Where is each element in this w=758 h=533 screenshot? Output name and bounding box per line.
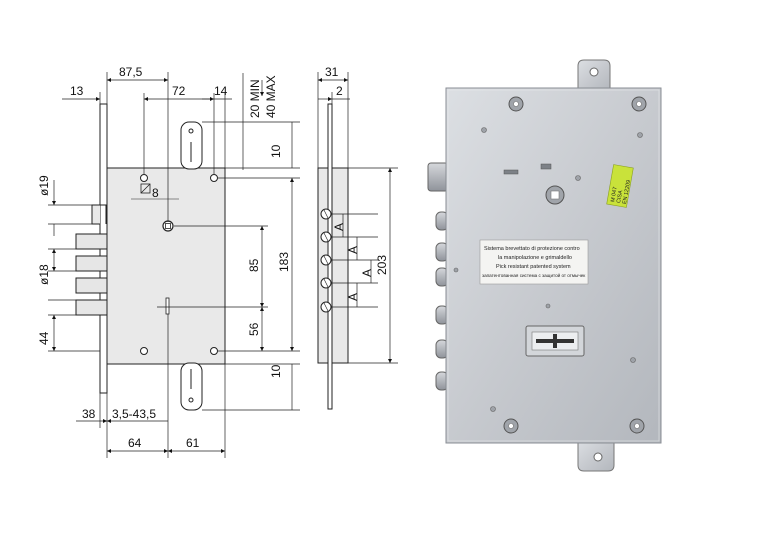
photo-latch (427, 162, 449, 192)
photo-sticker (606, 164, 634, 208)
front-lock-body (106, 167, 226, 365)
dim-40-max: 40 MAX (264, 75, 278, 118)
side-marker-a-3: A (360, 269, 374, 277)
side-marker-a-4: A (346, 293, 360, 301)
dim-20-min: 20 MIN (248, 79, 262, 118)
dim-2: 2 (336, 84, 343, 98)
dim-38: 38 (82, 407, 96, 421)
dim-85: 85 (247, 258, 261, 272)
photo-sticker-line-1: M 047 (610, 186, 619, 202)
dim-dia-18: ø18 (37, 264, 51, 285)
front-square-size-label: 8 (152, 186, 159, 200)
dim-10-bottom: 10 (269, 364, 283, 378)
front-square-size-symbol: 8 (131, 183, 179, 200)
photo-label-line-1: Sistema brevettato di protezione contro (484, 246, 580, 252)
dim-56: 56 (247, 322, 261, 336)
photo-label-line-4: запатентованная система с защитой от отм… (482, 272, 586, 278)
front-deadbolts (75, 233, 108, 316)
dim-3-5-43-5: 3,5-43,5 (112, 407, 156, 421)
dim-10-top: 10 (269, 144, 283, 158)
dim-61: 61 (186, 436, 200, 450)
front-bottom-tab-hole (188, 397, 194, 403)
side-view: A A A A 31 2 203 (317, 65, 398, 410)
front-mounting-holes (140, 174, 218, 355)
dim-64: 64 (128, 436, 142, 450)
dim-87-5: 87,5 (119, 65, 143, 79)
photo-label-line-3: Pick resistant patented system (496, 264, 571, 270)
side-body (317, 167, 349, 364)
dim-72: 72 (172, 84, 186, 98)
dim-44: 44 (37, 331, 51, 345)
dim-14: 14 (214, 84, 228, 98)
photo-sticker-line-3: EN 12209 (622, 180, 632, 205)
dim-31: 31 (325, 65, 339, 79)
lock-photo: M 047 CISA EN 12209 Sistema brevettato d… (427, 59, 662, 472)
front-top-tab-hole (188, 128, 194, 134)
dim-13: 13 (70, 84, 84, 98)
front-latch-bolt (91, 204, 100, 225)
dim-203: 203 (375, 255, 389, 275)
front-view: 8 87,5 72 14 13 20 MIN 40 MAX (37, 65, 300, 458)
photo-sticker-line-2: CISA (616, 190, 624, 204)
photo-label-line-2: la manipolazione e grimaldello (498, 255, 572, 261)
photo-label (479, 239, 589, 285)
side-marker-a-1: A (332, 223, 346, 231)
side-marker-a-2: A (346, 246, 360, 254)
front-follower-hole (162, 220, 174, 232)
dim-dia-19: ø19 (37, 175, 51, 196)
dim-183: 183 (277, 252, 291, 272)
front-cylinder-slot (165, 297, 170, 315)
